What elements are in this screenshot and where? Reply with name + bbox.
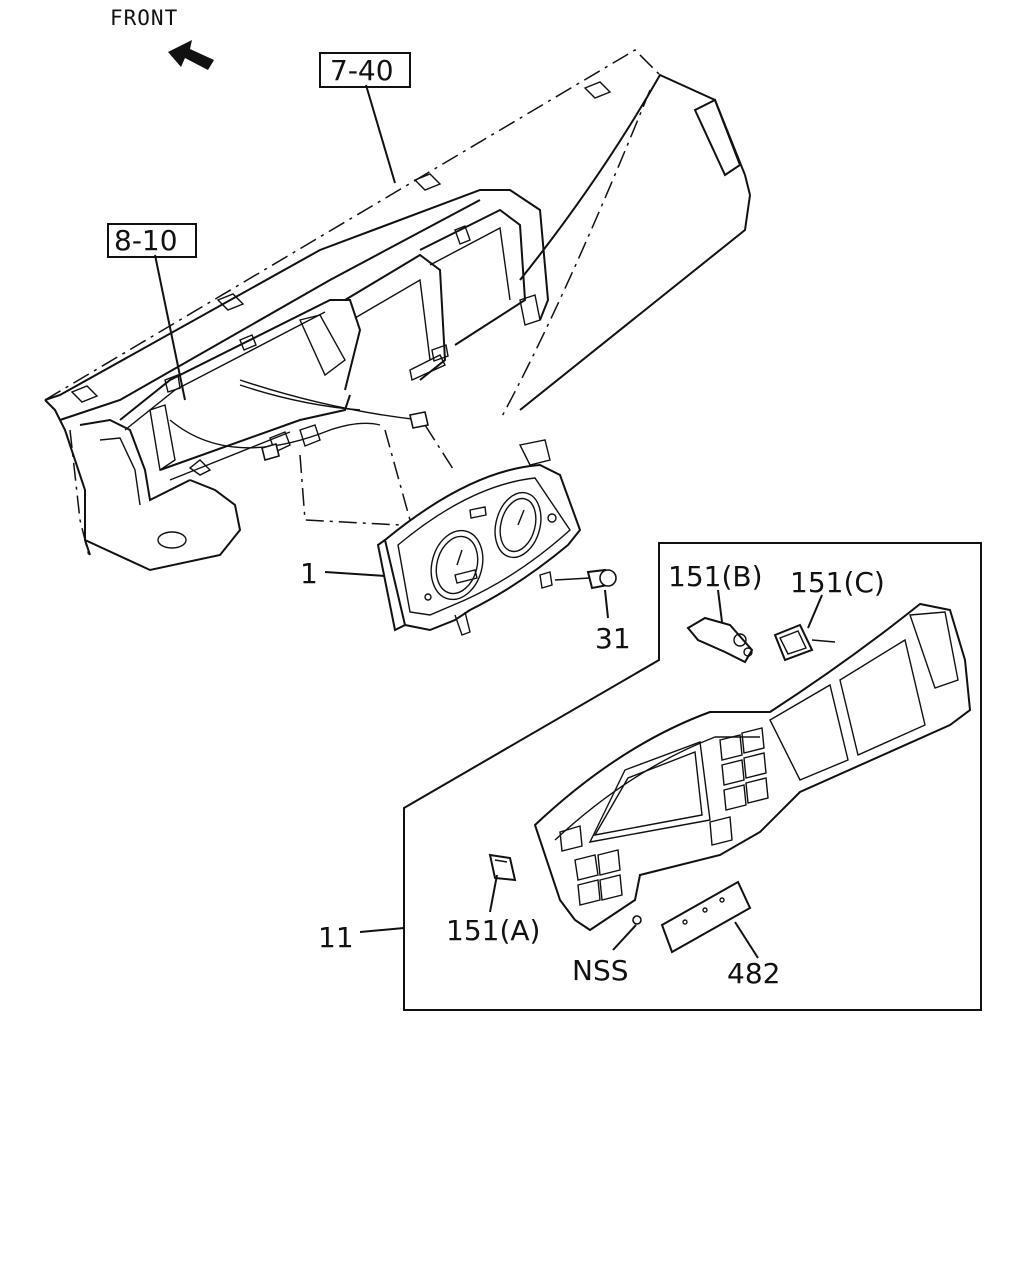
screw [539,568,617,590]
label-plate [660,880,752,954]
callout-482[interactable]: 482 [727,957,780,990]
bracket-151b [686,616,754,664]
ref-box-7-40 [319,52,411,88]
wiring-harness [169,379,429,461]
callout-151a[interactable]: 151(A) [446,914,540,947]
front-label: FRONT [110,6,178,30]
instrument-cluster [376,439,582,636]
cluster-bezel [533,602,972,932]
dashboard-panel [44,49,751,572]
detail-frame [403,542,982,1011]
callout-151c[interactable]: 151(C) [790,566,885,599]
screw-nss [632,915,642,925]
callout-7-40[interactable]: 7-40 [330,54,394,87]
callout-151b[interactable]: 151(B) [668,560,763,593]
pad-151c [773,623,814,662]
clip-151a [488,853,517,882]
callout-8-10[interactable]: 8-10 [114,224,178,257]
leader-lines [154,84,823,959]
callout-11[interactable]: 11 [318,921,354,954]
arrow-front-icon [168,40,214,70]
callout-31[interactable]: 31 [595,622,631,655]
ref-box-8-10 [107,223,197,258]
callout-1[interactable]: 1 [300,557,318,590]
callout-nss[interactable]: NSS [572,954,629,987]
